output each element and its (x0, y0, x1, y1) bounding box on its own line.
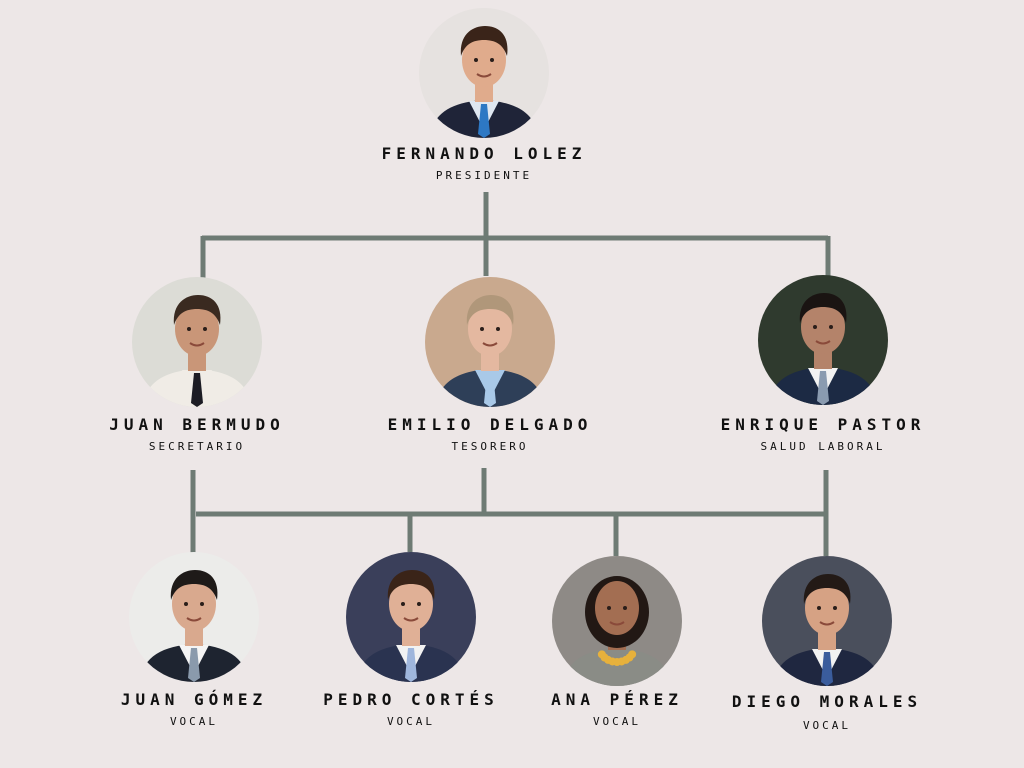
tie-shape (188, 648, 200, 682)
tie-shape (478, 104, 490, 138)
portrait-photo (419, 8, 549, 138)
person-role: VOCAL (386, 715, 436, 728)
tie-shape (484, 373, 496, 407)
eye-shape (401, 602, 405, 606)
org-node-juan-gomez: JUAN GÓMEZ VOCAL (74, 552, 314, 728)
eye-shape (607, 606, 611, 610)
mouth-shape (403, 617, 419, 622)
neck-shape (481, 351, 499, 371)
portrait-photo (425, 277, 555, 407)
person-role: VOCAL (802, 719, 852, 732)
face-shape (801, 300, 845, 354)
hair-shape (799, 293, 847, 323)
mouth-shape (482, 342, 498, 347)
eye-shape (187, 327, 191, 331)
avatar (346, 552, 476, 682)
tie-shape (191, 373, 203, 407)
hair-shape (170, 570, 218, 600)
person-name: ENRIQUE PASTOR (720, 415, 926, 434)
tie-shape (817, 371, 829, 405)
portrait-photo (552, 556, 682, 686)
person-role: VOCAL (592, 715, 642, 728)
hair-shape (173, 295, 221, 325)
face-shape (595, 581, 639, 635)
hair-shape (460, 26, 508, 56)
hair-shape (803, 574, 851, 604)
eye-shape (417, 602, 421, 606)
eye-shape (813, 325, 817, 329)
neck-shape (475, 82, 493, 102)
hair-shape (466, 295, 514, 325)
person-name: PEDRO CORTÉS (323, 690, 499, 709)
org-node-fernando: FERNANDO LOLEZ PRESIDENTE (364, 8, 604, 182)
org-node-diego: DIEGO MORALES VOCAL (707, 556, 947, 732)
avatar (758, 275, 888, 405)
neck-shape (402, 626, 420, 646)
face-shape (175, 302, 219, 356)
neck-shape (814, 349, 832, 369)
face-shape (462, 33, 506, 87)
org-node-ana: ANA PÉREZ VOCAL (497, 556, 737, 728)
portrait-photo (129, 552, 259, 682)
mouth-shape (189, 342, 205, 347)
tie-shape (821, 652, 833, 686)
avatar (129, 552, 259, 682)
avatar (762, 556, 892, 686)
necklace-bead (597, 650, 606, 659)
eye-shape (833, 606, 837, 610)
eye-shape (480, 327, 484, 331)
person-name: EMILIO DELGADO (387, 415, 593, 434)
neck-shape (188, 351, 206, 371)
mouth-shape (609, 621, 625, 626)
tie-shape (405, 648, 417, 682)
eye-shape (474, 58, 478, 62)
person-name: FERNANDO LOLEZ (381, 144, 587, 163)
portrait-photo (762, 556, 892, 686)
person-role: TESORERO (451, 440, 529, 453)
face-shape (468, 302, 512, 356)
person-role: PRESIDENTE (435, 169, 533, 182)
mouth-shape (476, 73, 492, 78)
org-node-enrique: ENRIQUE PASTOR SALUD LABORAL (703, 275, 943, 453)
eye-shape (623, 606, 627, 610)
org-node-juan-bermudo: JUAN BERMUDO SECRETARIO (77, 277, 317, 453)
neck-shape (185, 626, 203, 646)
person-name: JUAN GÓMEZ (120, 690, 268, 709)
avatar (132, 277, 262, 407)
face-shape (172, 577, 216, 631)
hair-shape (387, 570, 435, 600)
mouth-shape (815, 340, 831, 345)
person-name: DIEGO MORALES (731, 692, 923, 711)
eye-shape (829, 325, 833, 329)
person-name: JUAN BERMUDO (109, 415, 285, 434)
org-node-pedro: PEDRO CORTÉS VOCAL (291, 552, 531, 728)
eye-shape (490, 58, 494, 62)
avatar (419, 8, 549, 138)
face-shape (805, 581, 849, 635)
org-node-emilio: EMILIO DELGADO TESORERO (370, 277, 610, 453)
person-name: ANA PÉREZ (551, 690, 683, 709)
person-role: SECRETARIO (148, 440, 246, 453)
mouth-shape (186, 617, 202, 622)
eye-shape (817, 606, 821, 610)
portrait-photo (758, 275, 888, 405)
face-shape (389, 577, 433, 631)
eye-shape (200, 602, 204, 606)
portrait-photo (132, 277, 262, 407)
eye-shape (203, 327, 207, 331)
neck-shape (818, 630, 836, 650)
eye-shape (496, 327, 500, 331)
avatar (552, 556, 682, 686)
mouth-shape (819, 621, 835, 626)
portrait-photo (346, 552, 476, 682)
person-role: SALUD LABORAL (760, 440, 886, 453)
eye-shape (184, 602, 188, 606)
person-role: VOCAL (169, 715, 219, 728)
avatar (425, 277, 555, 407)
